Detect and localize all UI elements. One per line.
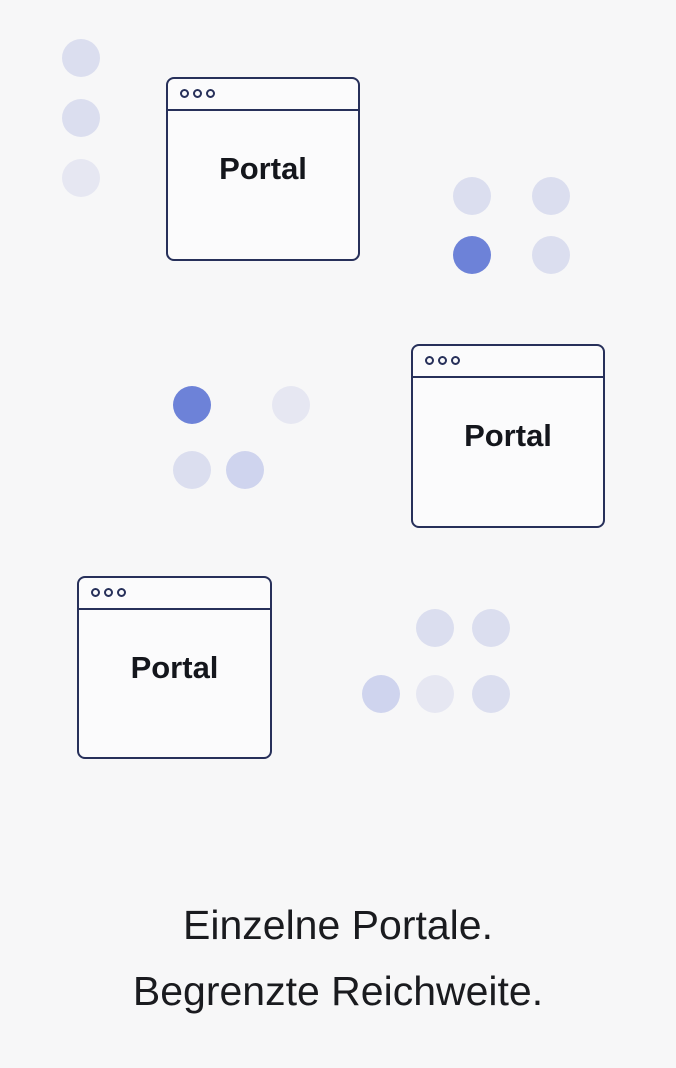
portal-label: Portal — [464, 418, 552, 453]
portal-window-1: Portal — [166, 77, 360, 261]
decor-dot — [362, 675, 400, 713]
portal-label: Portal — [130, 650, 219, 685]
decor-dot-accent — [453, 236, 491, 274]
portal-label: Portal — [219, 151, 307, 186]
decor-dot — [532, 177, 570, 215]
window-title-bar — [79, 578, 270, 610]
caption-line-2: Begrenzte Reichweite. — [132, 968, 544, 1014]
decor-dot — [62, 99, 100, 137]
window-controls-icon — [180, 89, 215, 98]
window-title-bar — [168, 79, 358, 111]
caption-line-1: Einzelne Portale. — [183, 902, 493, 948]
decor-dot — [472, 609, 510, 647]
window-controls-icon — [425, 356, 460, 365]
decor-dot — [226, 451, 264, 489]
decor-dot-accent — [173, 386, 211, 424]
window-title-bar — [413, 346, 603, 378]
decor-dot — [173, 451, 211, 489]
decor-dot — [416, 675, 454, 713]
decor-dot — [62, 39, 100, 77]
decor-dot — [416, 609, 454, 647]
window-controls-icon — [91, 588, 126, 597]
decor-dot — [532, 236, 570, 274]
decor-dot — [453, 177, 491, 215]
decor-dot — [62, 159, 100, 197]
decor-dot — [472, 675, 510, 713]
portal-window-3: Portal — [77, 576, 272, 759]
caption: Einzelne Portale. Begrenzte Reichweite. — [0, 892, 676, 1024]
portal-window-2: Portal — [411, 344, 605, 528]
decor-dot — [272, 386, 310, 424]
